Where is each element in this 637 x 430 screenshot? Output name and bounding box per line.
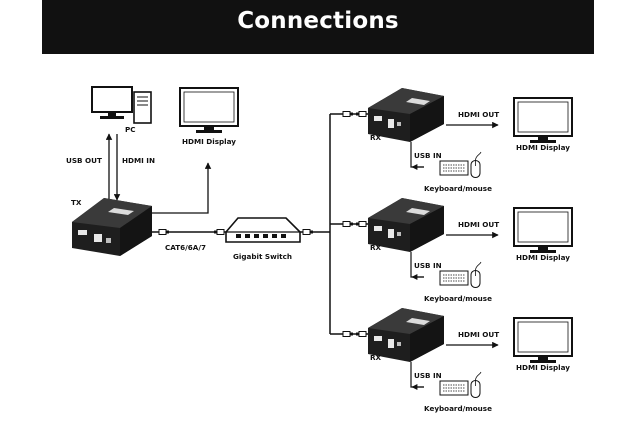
monitor-icon xyxy=(179,87,239,134)
hdmi-display-label: HDMI Display xyxy=(516,253,570,262)
pc-icon xyxy=(91,86,152,124)
hdmi-display-label: HDMI Display xyxy=(516,143,570,152)
rj45-plug-icon xyxy=(355,331,367,337)
monitor-icon xyxy=(513,97,573,144)
hdmi-out-label: HDMI OUT xyxy=(458,220,499,229)
usb-in-label: USB IN xyxy=(414,371,442,380)
keyboard-icon xyxy=(439,261,482,288)
cable-label: CAT6/6A/7 xyxy=(165,243,206,252)
rj45-plug-icon xyxy=(342,221,354,227)
hdmi-out-label: HDMI OUT xyxy=(458,330,499,339)
rj45-plug-icon xyxy=(342,331,354,337)
keyboard-icon xyxy=(439,371,482,398)
rj45-plug-icon xyxy=(213,229,225,235)
monitor-icon xyxy=(513,207,573,254)
usb-in-label: USB IN xyxy=(414,151,442,160)
rx-label: RX xyxy=(370,133,382,142)
rj45-plug-icon xyxy=(158,229,170,235)
hdmi-in-label: HDMI IN xyxy=(122,156,155,165)
keyboard-mouse-label: Keyboard/mouse xyxy=(424,184,492,193)
usb-in-label: USB IN xyxy=(414,261,442,270)
switch-label: Gigabit Switch xyxy=(233,252,292,261)
rj45-plug-icon xyxy=(302,229,314,235)
rj45-plug-icon xyxy=(355,111,367,117)
page-title: Connections xyxy=(237,8,399,34)
usb-out-label: USB OUT xyxy=(66,156,102,165)
rj45-plug-icon xyxy=(355,221,367,227)
switch-icon xyxy=(225,217,301,243)
keyboard-mouse-label: Keyboard/mouse xyxy=(424,404,492,413)
keyboard-mouse-label: Keyboard/mouse xyxy=(424,294,492,303)
keyboard-icon xyxy=(439,151,482,178)
hdmi-out-label: HDMI OUT xyxy=(458,110,499,119)
hdmi-out-arrow-top xyxy=(152,162,212,214)
rx-label: RX xyxy=(370,353,382,362)
rj45-plug-icon xyxy=(342,111,354,117)
hdmi-display-top-label: HDMI Display xyxy=(182,137,236,146)
monitor-icon xyxy=(513,317,573,364)
pc-label: PC xyxy=(125,125,136,134)
tx-extender-icon xyxy=(72,198,152,256)
hdmi-display-label: HDMI Display xyxy=(516,363,570,372)
tx-label: TX xyxy=(71,198,82,207)
header-bar: Connections xyxy=(42,0,594,54)
rx-label: RX xyxy=(370,243,382,252)
